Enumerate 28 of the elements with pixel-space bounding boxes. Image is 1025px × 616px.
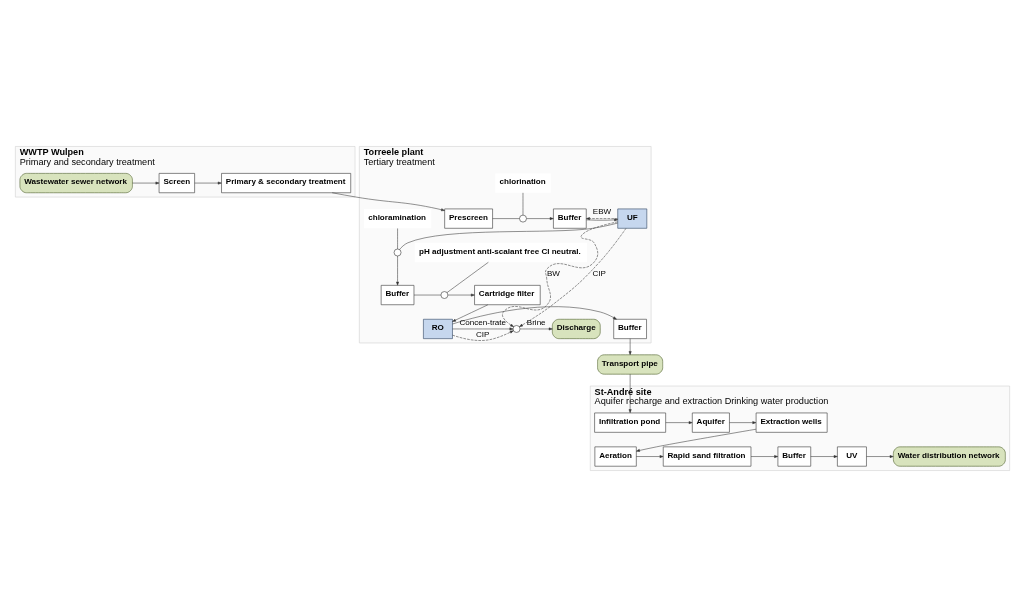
arrow — [866, 454, 894, 458]
arrow — [519, 327, 553, 330]
connector — [397, 227, 398, 249]
arrow — [628, 373, 632, 413]
arrow — [452, 329, 514, 341]
connector — [399, 222, 618, 250]
arrow — [331, 192, 445, 211]
arrow — [636, 454, 664, 458]
node-circle — [393, 248, 402, 256]
connector — [492, 217, 520, 219]
arrow — [665, 420, 693, 424]
arrow — [636, 428, 757, 452]
node-circle — [519, 214, 527, 222]
arrow — [628, 337, 632, 355]
node-circle — [440, 290, 449, 299]
arrow — [452, 304, 489, 322]
arrow — [194, 181, 222, 184]
arrow — [132, 181, 160, 184]
arrow — [452, 327, 514, 330]
arrow — [502, 221, 618, 327]
arrow — [526, 216, 554, 220]
arrow — [519, 227, 627, 327]
arrow — [810, 454, 838, 458]
arrow — [729, 420, 757, 424]
arrow — [396, 255, 399, 285]
arrow — [750, 454, 779, 458]
arrow — [447, 293, 475, 296]
arrow — [452, 305, 617, 324]
